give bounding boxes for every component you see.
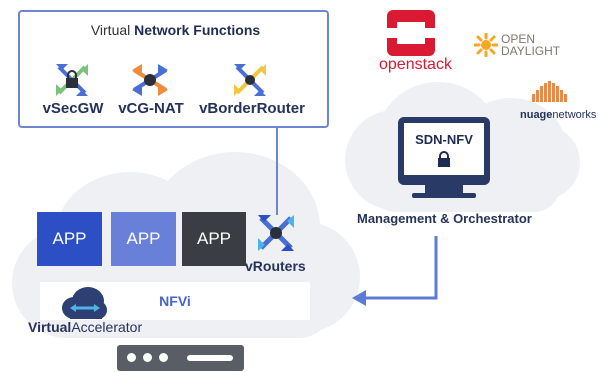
monitor-screen: SDN-NFV [404,123,484,175]
vnf-title: Virtual Network Functions [20,22,331,38]
va-word1: Virtual [28,319,72,335]
vnf-label-vsecgw: vSecGW [42,100,104,117]
opendaylight-line2: DAYLIGHT [501,44,561,58]
vnf-panel: Virtual Network Functions vSecGW vCG-NAT [18,10,329,128]
sdn-screen-label: SDN-NFV [415,132,473,147]
openstack-wordmark: openstack [379,56,452,73]
nuage-networks-logo-icon [530,80,570,111]
vnf-label-vcg-nat: vCG-NAT [118,100,184,117]
app-box-2: APP [111,212,176,266]
vnf-title-prefix: Virtual [90,22,131,38]
monitor-stand [425,185,463,194]
vrouters-label: vRouters [245,258,306,274]
server-drive-slot [187,355,233,361]
server-unit [117,345,244,371]
server-led-1 [127,353,136,362]
server-led-2 [143,353,152,362]
lock-icon [438,151,450,167]
monitor-base [412,193,476,198]
management-caption: Management & Orchestrator [357,211,532,226]
vrouter-icon [256,213,296,258]
virtual-accelerator-wordmark: VirtualAccelerator [28,319,142,335]
app-box-1: APP [37,212,102,266]
vnf-label-vborderrouter: vBorderRouter [199,100,305,117]
vsecgw-icon [54,62,90,103]
opendaylight-wordmark: OPEN DAYLIGHT [501,33,560,57]
sdn-monitor-icon: SDN-NFV [398,117,490,185]
opendaylight-line1: OPEN [501,32,536,46]
server-led-3 [159,353,168,362]
vcg-nat-icon [132,62,168,103]
nuage-rest: networks [552,109,597,121]
va-word2: Accelerator [71,319,143,335]
nuage-bold: nuage [520,109,553,121]
vnf-title-bold: Network Functions [134,22,261,38]
openstack-logo-icon [387,10,435,61]
opendaylight-logo-icon [473,32,499,62]
virtual-accelerator-logo-icon [60,286,108,327]
nfvi-label: NFVi [159,293,191,309]
nuage-networks-wordmark: nuagenetworks [520,109,596,121]
vborderrouter-icon [232,62,268,103]
app-box-3: APP [182,212,246,266]
